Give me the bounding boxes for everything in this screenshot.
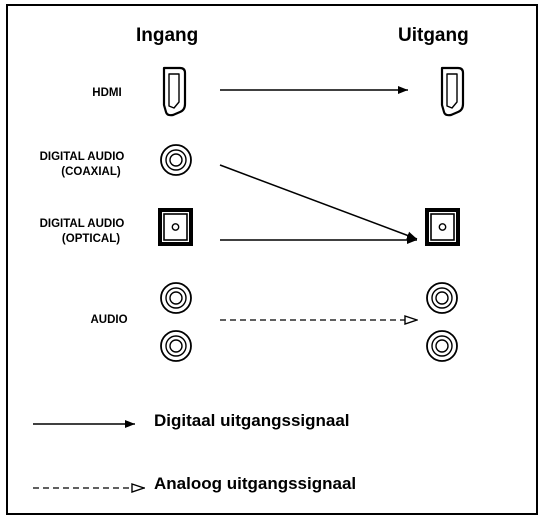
rca-input-right-icon	[160, 330, 192, 362]
coaxial-label-line2: (COAXIAL)	[61, 166, 121, 178]
coaxial-jack-icon	[160, 144, 192, 176]
legend-analog-label: Analoog uitgangssignaal	[154, 474, 357, 493]
coaxial-arrow	[219, 164, 418, 240]
hdmi-label: HDMI	[92, 87, 122, 99]
rca-output-left-icon	[426, 282, 458, 314]
hdmi-input-port-icon	[162, 66, 187, 117]
rca-input-left-icon	[160, 282, 192, 314]
diagram-frame	[6, 4, 538, 515]
hdmi-output-port-icon	[440, 66, 465, 117]
legend-digital-label: Digitaal uitgangssignaal	[154, 411, 350, 430]
input-header: Ingang	[136, 25, 199, 46]
optical-label-line2: (OPTICAL)	[61, 233, 121, 245]
rca-output-right-icon	[426, 330, 458, 362]
optical-output-port-icon	[425, 208, 460, 246]
coaxial-label: DIGITAL AUDIO (COAXIAL)	[20, 150, 144, 180]
optical-label-line1: DIGITAL AUDIO	[39, 218, 125, 230]
output-header: Uitgang	[398, 25, 469, 46]
optical-input-port-icon	[158, 208, 193, 246]
optical-label: DIGITAL AUDIO (OPTICAL)	[20, 217, 144, 247]
coaxial-label-line1: DIGITAL AUDIO	[39, 151, 125, 163]
audio-label: AUDIO	[90, 314, 128, 326]
